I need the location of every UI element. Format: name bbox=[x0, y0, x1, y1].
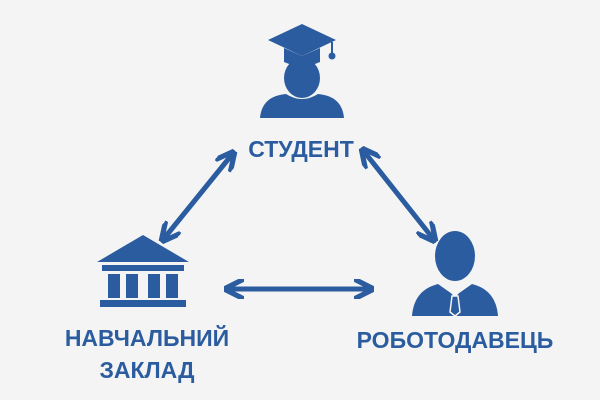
institution-label-line2: ЗАКЛАД bbox=[99, 357, 194, 383]
employer-label: РОБОТОДАВЕЦЬ bbox=[357, 327, 554, 353]
student-label: СТУДЕНТ bbox=[248, 136, 354, 162]
university-building-icon bbox=[97, 235, 189, 307]
institution-label-line1: НАВЧАЛЬНИЙ bbox=[65, 324, 229, 351]
businessman-icon bbox=[412, 231, 498, 317]
arrow-student-institution bbox=[166, 157, 230, 236]
graduate-student-icon bbox=[260, 24, 344, 118]
arrow-student-employer bbox=[366, 154, 431, 236]
